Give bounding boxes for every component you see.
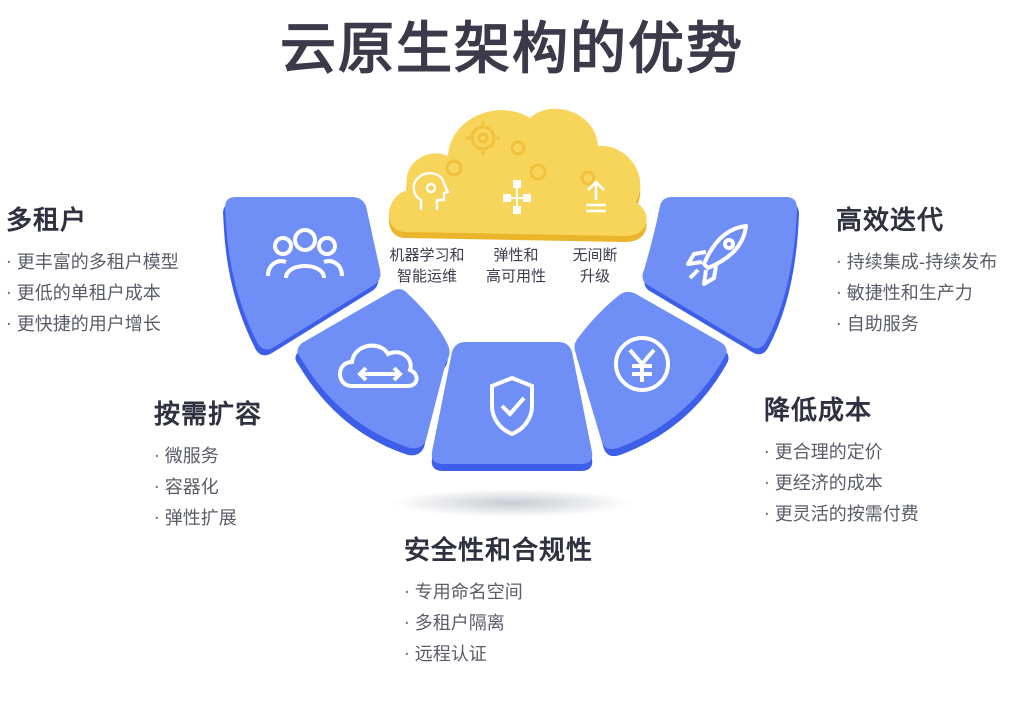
group-iteration: 高效迭代 持续集成-持续发布 敏捷性和生产力 自助服务 [836, 200, 997, 340]
cloud-label-upgrade: 无间断 升级 [545, 245, 645, 287]
page-title: 云原生架构的优势 [280, 17, 744, 82]
cloud-label-line: 弹性和 [493, 246, 539, 264]
network-icon [503, 180, 531, 214]
list-item: 多租户隔离 [404, 608, 593, 639]
segment-multi-tenant [223, 197, 381, 356]
list-item: 更快捷的用户增长 [6, 309, 179, 340]
list-item: 更低的单租户成本 [6, 278, 179, 309]
segment-iteration [642, 197, 799, 355]
group-security: 安全性和合规性 专用命名空间 多租户隔离 远程认证 [404, 530, 593, 670]
group-heading: 降低成本 [764, 396, 873, 426]
cloud-label-line: 升级 [579, 267, 610, 285]
cloud-label-line: 无间断 [572, 246, 618, 264]
list-item: 更灵活的按需付费 [764, 499, 919, 530]
cloud-label-line: 高可用性 [485, 267, 546, 285]
group-heading: 按需扩容 [154, 400, 263, 430]
list-item: 弹性扩展 [154, 503, 262, 534]
cloud-label-line: 智能运维 [396, 267, 457, 285]
users-icon [266, 228, 344, 279]
list-item: 更合理的定价 [764, 437, 919, 468]
list-item: 容器化 [154, 472, 262, 503]
rocket-icon [686, 224, 748, 286]
segment-cost [574, 291, 729, 457]
head-lightbulb-icon [412, 172, 450, 210]
list-item: 微服务 [154, 441, 262, 472]
group-multi-tenant: 多租户 更丰富的多租户模型 更低的单租户成本 更快捷的用户增长 [6, 200, 179, 340]
upload-icon [586, 180, 606, 213]
group-scaling: 按需扩容 微服务 容器化 弹性扩展 [154, 394, 262, 534]
list-item: 持续集成-持续发布 [836, 247, 998, 278]
list-item: 敏捷性和生产力 [836, 278, 997, 309]
yuan-coin-icon [614, 336, 670, 392]
cloud-arrows-icon [338, 343, 419, 388]
segment-security [431, 342, 593, 471]
gear-icon [445, 121, 596, 186]
list-item: 远程认证 [404, 639, 593, 670]
list-item: 更丰富的多租户模型 [6, 247, 179, 278]
list-item: 专用命名空间 [404, 577, 593, 608]
group-cost: 降低成本 更合理的定价 更经济的成本 更灵活的按需付费 [764, 390, 919, 530]
shield-check-icon [490, 375, 534, 437]
cloud-label-ml-ops: 机器学习和 智能运维 [377, 245, 477, 287]
floor-shadow [392, 489, 632, 517]
group-heading: 多租户 [6, 206, 88, 236]
cloud-label-elasticity: 弹性和 高可用性 [466, 245, 566, 287]
list-item: 自助服务 [836, 309, 997, 340]
group-heading: 安全性和合规性 [404, 536, 594, 566]
group-heading: 高效迭代 [836, 206, 945, 236]
list-item: 更经济的成本 [764, 468, 919, 499]
cloud-label-line: 机器学习和 [389, 246, 465, 264]
cloud-shape [388, 108, 647, 242]
